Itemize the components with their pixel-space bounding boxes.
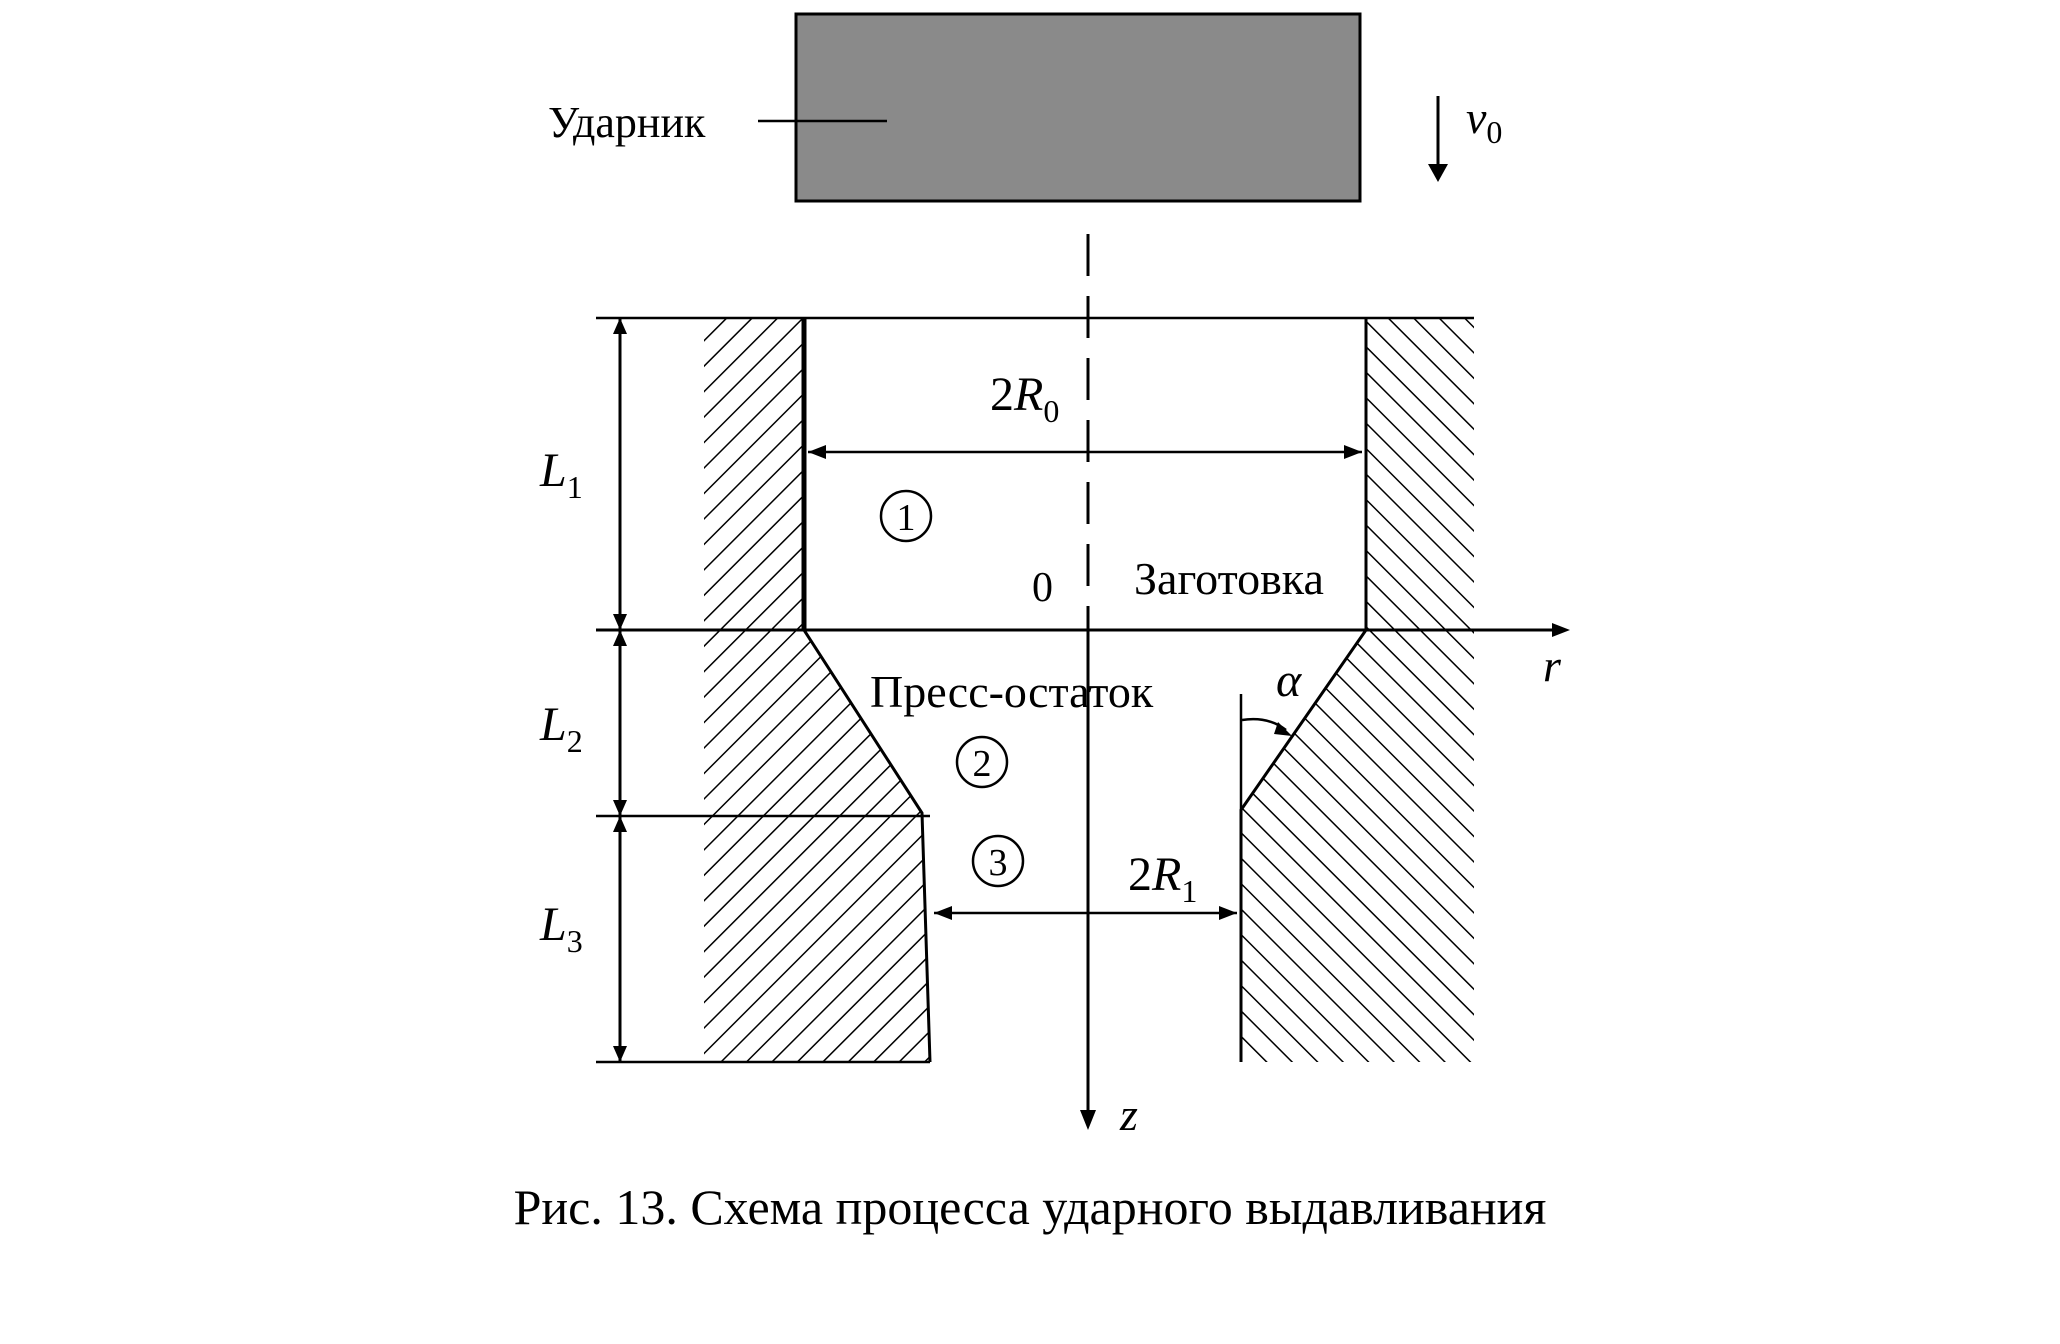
zone-1-number: 1 [897,497,916,539]
striker-block [794,12,1362,203]
die-upper-right [1366,318,1474,630]
striker-label: Ударник [548,98,706,147]
zone-1-circle [879,489,933,543]
l3-bottom-arrow-icon [613,1046,627,1062]
die-lower-left-edge [802,629,932,1063]
die-upper-left [704,318,804,630]
z-axis-label: z [1119,1089,1138,1140]
l1-label: L1 [539,444,583,505]
origin-label: 0 [1032,565,1053,611]
r-axis-arrow-icon [1552,623,1570,637]
r0-label: 2R0 [990,368,1059,429]
r1-right-arrow-icon [1219,906,1237,920]
l3-label: L3 [539,898,583,959]
angle-label: α [1276,654,1302,707]
z-axis-arrow-icon [1080,1110,1096,1130]
zone-2-circle [955,735,1009,789]
l2-label: L2 [539,698,583,759]
velocity-label: v0 [1466,92,1502,150]
l1-bottom-arrow-icon [613,614,627,630]
velocity-arrowhead-icon [1428,164,1448,182]
billet-label: Заготовка [1134,553,1324,604]
l1-top-arrow-icon [613,318,627,334]
zone-3-number: 3 [989,842,1008,884]
l3-top-arrow-icon [613,816,627,832]
die-lower-right [1241,630,1474,1062]
l2-bottom-arrow-icon [613,800,627,816]
figure-caption: Рис. 13. Схема процесса ударного выдавли… [513,1179,1547,1235]
r0-left-arrow-icon [808,445,826,459]
zone-3-circle [971,834,1025,888]
angle-arc-arrow-icon [1274,722,1292,736]
r1-label: 2R1 [1128,848,1197,909]
zone-2-number: 2 [973,743,992,785]
r1-left-arrow-icon [934,906,952,920]
r0-right-arrow-icon [1344,445,1362,459]
l2-top-arrow-icon [613,630,627,646]
r-axis-label: r [1543,640,1562,691]
residue-label: Пресс-остаток [870,666,1154,717]
